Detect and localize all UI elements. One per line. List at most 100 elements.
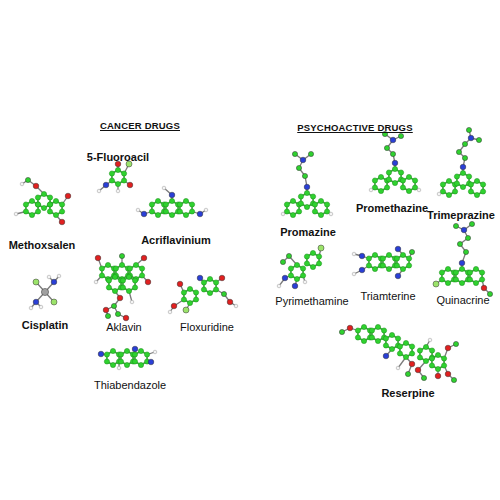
- carbon-atom: [474, 192, 479, 197]
- carbon-atom: [394, 256, 399, 261]
- carbon-atom: [395, 336, 400, 341]
- atom: [282, 275, 288, 281]
- carbon-atom: [181, 297, 186, 302]
- drug-name: Trimeprazine: [427, 209, 495, 222]
- carbon-atom: [294, 276, 299, 281]
- atom: [460, 164, 466, 170]
- carbon-atom: [126, 274, 131, 279]
- atom: [415, 367, 421, 373]
- carbon-atom: [99, 273, 104, 278]
- atom: [33, 299, 39, 305]
- atom: [369, 188, 373, 192]
- carbon-atom: [454, 181, 459, 186]
- carbon-atom: [304, 204, 309, 209]
- atom: [292, 283, 298, 289]
- atom: [20, 182, 24, 186]
- carbon-atom: [41, 191, 46, 196]
- atom: [481, 285, 487, 291]
- atom: [445, 371, 451, 377]
- carbon-atom: [386, 177, 391, 182]
- atom: [177, 281, 183, 287]
- atom: [339, 329, 344, 334]
- atom: [352, 272, 356, 276]
- carbon-atom: [440, 189, 445, 194]
- carbon-atom: [155, 212, 160, 217]
- atom: [169, 192, 175, 198]
- carbon-atom: [441, 356, 446, 361]
- carbon-atom: [369, 335, 374, 340]
- molecule-model: [437, 127, 485, 197]
- carbon-atom: [386, 266, 391, 271]
- carbon-atom: [383, 343, 388, 348]
- drug-name: Quinacrine: [436, 294, 489, 307]
- carbon-atom: [35, 209, 40, 214]
- carbon-atom: [409, 351, 414, 356]
- carbon-atom: [466, 174, 471, 179]
- carbon-atom: [104, 359, 109, 364]
- atom: [396, 366, 400, 370]
- carbon-atom: [468, 182, 473, 187]
- carbon-atom: [115, 181, 120, 186]
- carbon-atom: [452, 189, 457, 194]
- carbon-atom: [213, 280, 218, 285]
- molecule-model: [98, 346, 157, 370]
- atom: [234, 304, 238, 308]
- carbon-atom: [324, 202, 329, 207]
- carbon-atom: [47, 209, 52, 214]
- carbon-atom: [384, 185, 389, 190]
- carbon-atom: [35, 195, 40, 200]
- carbon-atom: [406, 174, 411, 179]
- molecule-model: [14, 177, 71, 224]
- atom: [117, 366, 121, 370]
- atom: [39, 305, 43, 309]
- atom: [47, 275, 51, 279]
- carbon-atom: [366, 256, 371, 261]
- atom: [115, 311, 120, 316]
- carbon-atom: [115, 167, 120, 172]
- carbon-atom: [423, 344, 428, 349]
- atom: [300, 157, 306, 163]
- atom: [130, 300, 134, 304]
- atom: [409, 361, 415, 367]
- carbon-atom: [318, 212, 323, 217]
- carbon-atom: [324, 209, 329, 214]
- atom: [197, 211, 203, 217]
- atom: [390, 151, 395, 156]
- carbon-atom: [183, 212, 188, 217]
- atom: [308, 151, 313, 156]
- carbon-atom: [29, 198, 34, 203]
- carbon-atom: [380, 256, 385, 261]
- carbon-atom: [453, 277, 458, 282]
- carbon-atom: [41, 205, 46, 210]
- molecule-model: [168, 275, 238, 314]
- carbon-atom: [439, 270, 444, 275]
- carbon-atom: [139, 273, 144, 278]
- atom: [204, 208, 208, 212]
- carbon-atom: [29, 212, 34, 217]
- carbon-atom: [304, 254, 309, 259]
- carbon-atom: [445, 266, 450, 271]
- atom: [421, 375, 426, 380]
- carbon-atom: [155, 198, 160, 203]
- carbon-atom: [429, 356, 434, 361]
- carbon-atom: [429, 348, 434, 353]
- molecule-model: [277, 245, 324, 289]
- carbon-atom: [372, 266, 377, 271]
- atom: [461, 227, 467, 233]
- carbon-atom: [120, 278, 125, 283]
- carbon-atom: [398, 170, 403, 175]
- carbon-atom: [124, 348, 129, 353]
- drug-name: Triamterine: [360, 290, 415, 303]
- carbon-atom: [23, 209, 28, 214]
- carbon-atom: [318, 198, 323, 203]
- atom: [435, 373, 441, 379]
- carbon-atom: [412, 178, 417, 183]
- carbon-atom: [459, 280, 464, 285]
- carbon-atom: [120, 285, 125, 290]
- atom: [463, 249, 468, 254]
- carbon-atom: [441, 363, 446, 368]
- carbon-atom: [406, 256, 411, 261]
- carbon-atom: [316, 261, 321, 266]
- carbon-atom: [163, 209, 168, 214]
- carbon-atom: [412, 185, 417, 190]
